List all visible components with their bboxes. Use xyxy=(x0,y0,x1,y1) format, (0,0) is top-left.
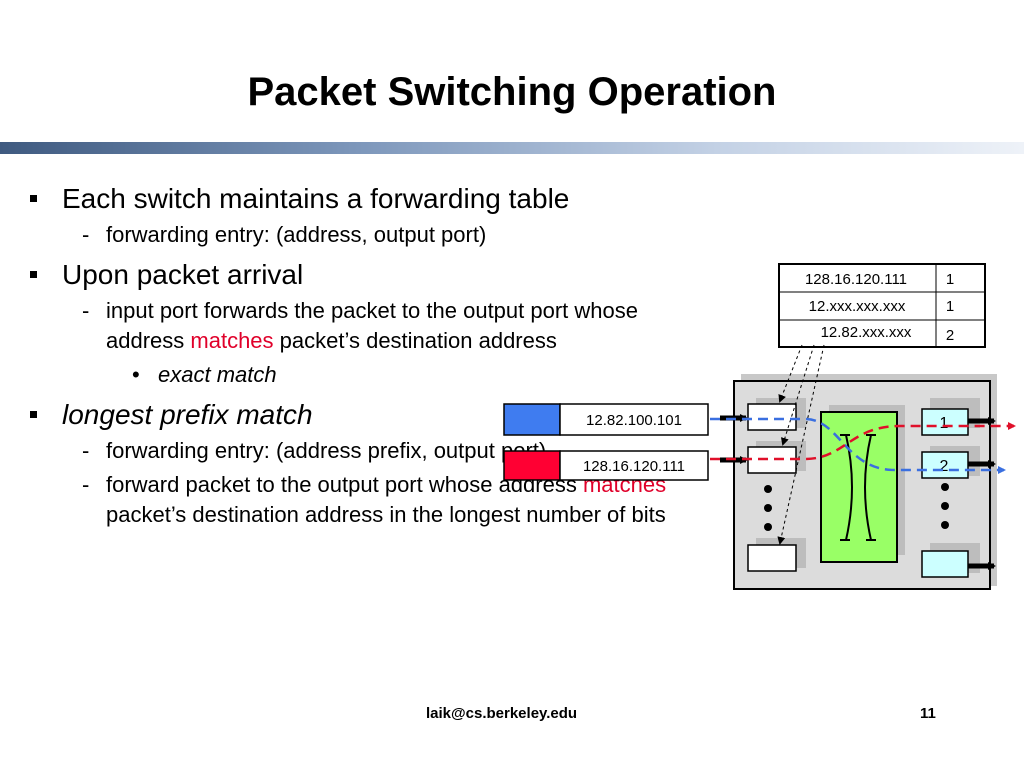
title-divider-bar xyxy=(0,142,1024,154)
bullet-forwarding-table: Each switch maintains a forwarding table xyxy=(30,182,730,216)
table-port-cell: 1 xyxy=(946,271,954,288)
dash-marker: - xyxy=(82,222,90,247)
packet-blue: 12.82.100.101 xyxy=(503,403,709,436)
output-port-label: 1 xyxy=(940,415,949,432)
sub-bullet-input-port: - input port forwards the packet to the … xyxy=(82,298,638,353)
bullet-longest-prefix: longest prefix match xyxy=(30,398,730,432)
table-port-cell: 1 xyxy=(946,298,954,315)
highlight-matches: matches xyxy=(190,328,274,353)
dash-marker: - xyxy=(82,472,90,497)
table-lookup-arrows xyxy=(777,344,825,545)
page-number: 11 xyxy=(920,705,936,722)
dash-marker: - xyxy=(82,298,90,323)
dash-marker: - xyxy=(82,438,90,463)
table-port-cell: 2 xyxy=(946,327,954,344)
table-address-cell: 12.xxx.xxx.xxx xyxy=(809,298,906,315)
output-port-1 xyxy=(921,408,969,436)
square-bullet-icon xyxy=(30,195,37,202)
switch-body: 1 2 xyxy=(720,374,997,590)
sub-sub-bullet-exact-match: • exact match xyxy=(30,360,730,390)
table-address-cell: 12.82.xxx.xxx xyxy=(821,324,912,341)
dot-marker: • xyxy=(132,362,140,387)
slide-title: Packet Switching Operation xyxy=(247,70,777,114)
sub-bullet-forward-packet: - forward packet to the output port whos… xyxy=(82,472,667,527)
packet-address: 12.82.100.101 xyxy=(586,412,682,429)
table-address-cell: 128.16.120.111 xyxy=(805,271,907,288)
red-packet-path xyxy=(710,422,1016,461)
square-bullet-icon xyxy=(30,411,37,418)
input-port-buffer xyxy=(747,446,797,474)
square-bullet-icon xyxy=(30,271,37,278)
switching-fabric xyxy=(820,411,898,563)
packet-address: 128.16.120.111 xyxy=(583,458,685,475)
output-port-label: 2 xyxy=(940,458,949,475)
sub-bullet-prefix-entry: - forwarding entry: (address prefix, out… xyxy=(30,436,730,466)
sub-bullet-forwarding-entry: - forwarding entry: (address, output por… xyxy=(30,220,730,250)
bullet-list: Each switch maintains a forwarding table… xyxy=(30,182,730,530)
input-port-buffer xyxy=(747,544,797,572)
input-port-buffer xyxy=(747,403,797,431)
forwarding-table: 128.16.120.111 1 12.xxx.xxx.xxx 1 12.82.… xyxy=(778,263,986,348)
packet-header-red xyxy=(503,450,561,481)
output-port-n xyxy=(921,550,969,578)
blue-packet-path xyxy=(710,417,1006,474)
footer-email: laik@cs.berkeley.edu xyxy=(426,705,578,722)
bullet-packet-arrival: Upon packet arrival xyxy=(30,258,730,292)
packet-red: 128.16.120.111 xyxy=(503,450,709,481)
packet-header-blue xyxy=(503,403,561,436)
